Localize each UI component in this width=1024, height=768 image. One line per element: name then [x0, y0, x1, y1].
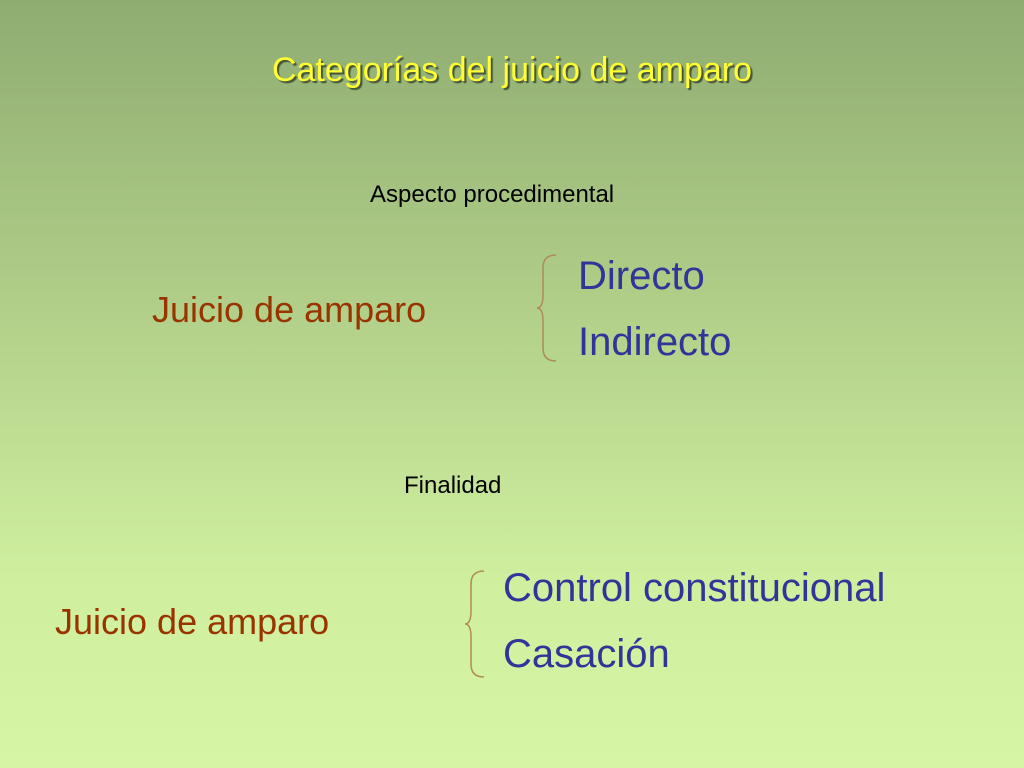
section-label-procedural: Aspecto procedimental — [370, 181, 615, 208]
curly-brace-icon — [536, 254, 557, 362]
branch-directo: Directo — [578, 254, 705, 298]
branch-indirecto: Indirecto — [578, 320, 732, 364]
branch-casacion: Casación — [503, 632, 670, 676]
main-term-procedural: Juicio de amparo — [152, 289, 427, 330]
branch-control-constitucional: Control constitucional — [503, 566, 886, 610]
slide-title: Categorías del juicio de amparo — [271, 51, 753, 89]
section-label-purpose: Finalidad — [404, 472, 502, 499]
curly-brace-icon — [464, 570, 485, 678]
main-term-purpose: Juicio de amparo — [55, 601, 330, 642]
